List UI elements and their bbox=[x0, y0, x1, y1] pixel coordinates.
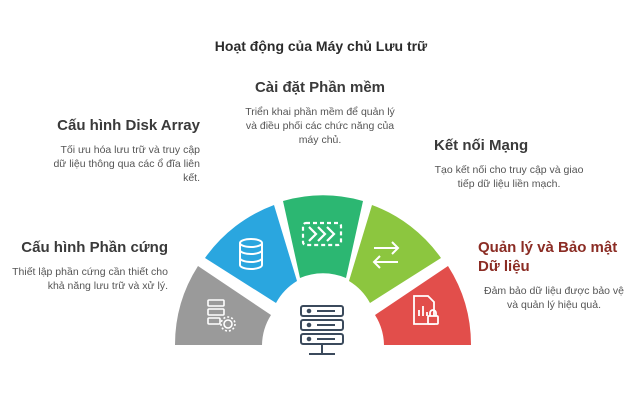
step-disk-title: Cấu hình Disk Array bbox=[57, 117, 200, 134]
secure-file-icon bbox=[413, 295, 439, 325]
step-software-text: Cài đặt Phần mềm Triển khai phần mềm để … bbox=[240, 78, 400, 147]
step-security-title: Quản lý và Bảo mật Dữ liệu bbox=[478, 239, 618, 275]
server-rack-icon bbox=[300, 305, 344, 355]
step-hardware-text: Cấu hình Phần cứng Thiết lập phần cứng c… bbox=[10, 238, 168, 293]
step-disk-desc: Tối ưu hóa lưu trữ và truy cập dữ liệu t… bbox=[53, 144, 200, 184]
step-hardware-title: Cấu hình Phần cứng bbox=[21, 239, 168, 256]
step-network-desc: Tạo kết nối cho truy cập và giao tiếp dữ… bbox=[434, 164, 584, 190]
segment-network bbox=[349, 205, 441, 303]
database-icon bbox=[239, 238, 263, 270]
step-network-title: Kết nối Mạng bbox=[434, 137, 529, 154]
page-title: Hoạt động của Máy chủ Lưu trữ bbox=[214, 38, 428, 54]
hardware-settings-icon bbox=[207, 299, 236, 332]
step-hardware-desc: Thiết lập phần cứng cần thiết cho khả nă… bbox=[12, 266, 168, 292]
step-software-title: Cài đặt Phần mềm bbox=[254, 79, 386, 96]
transfer-arrows-icon bbox=[372, 241, 400, 269]
step-security-text: Quản lý và Bảo mật Dữ liệu Đảm bảo dữ li… bbox=[478, 238, 630, 312]
step-disk-text: Cấu hình Disk Array Tối ưu hóa lưu trữ v… bbox=[48, 116, 200, 185]
step-network-text: Kết nối Mạng Tạo kết nối cho truy cập và… bbox=[434, 136, 584, 191]
step-software-desc: Triển khai phần mềm để quản lý và điều p… bbox=[245, 106, 395, 146]
step-security-desc: Đảm bảo dữ liệu được bảo vệ và quản lý h… bbox=[483, 285, 625, 311]
fast-forward-icon bbox=[301, 221, 343, 247]
segment-security bbox=[375, 266, 472, 345]
